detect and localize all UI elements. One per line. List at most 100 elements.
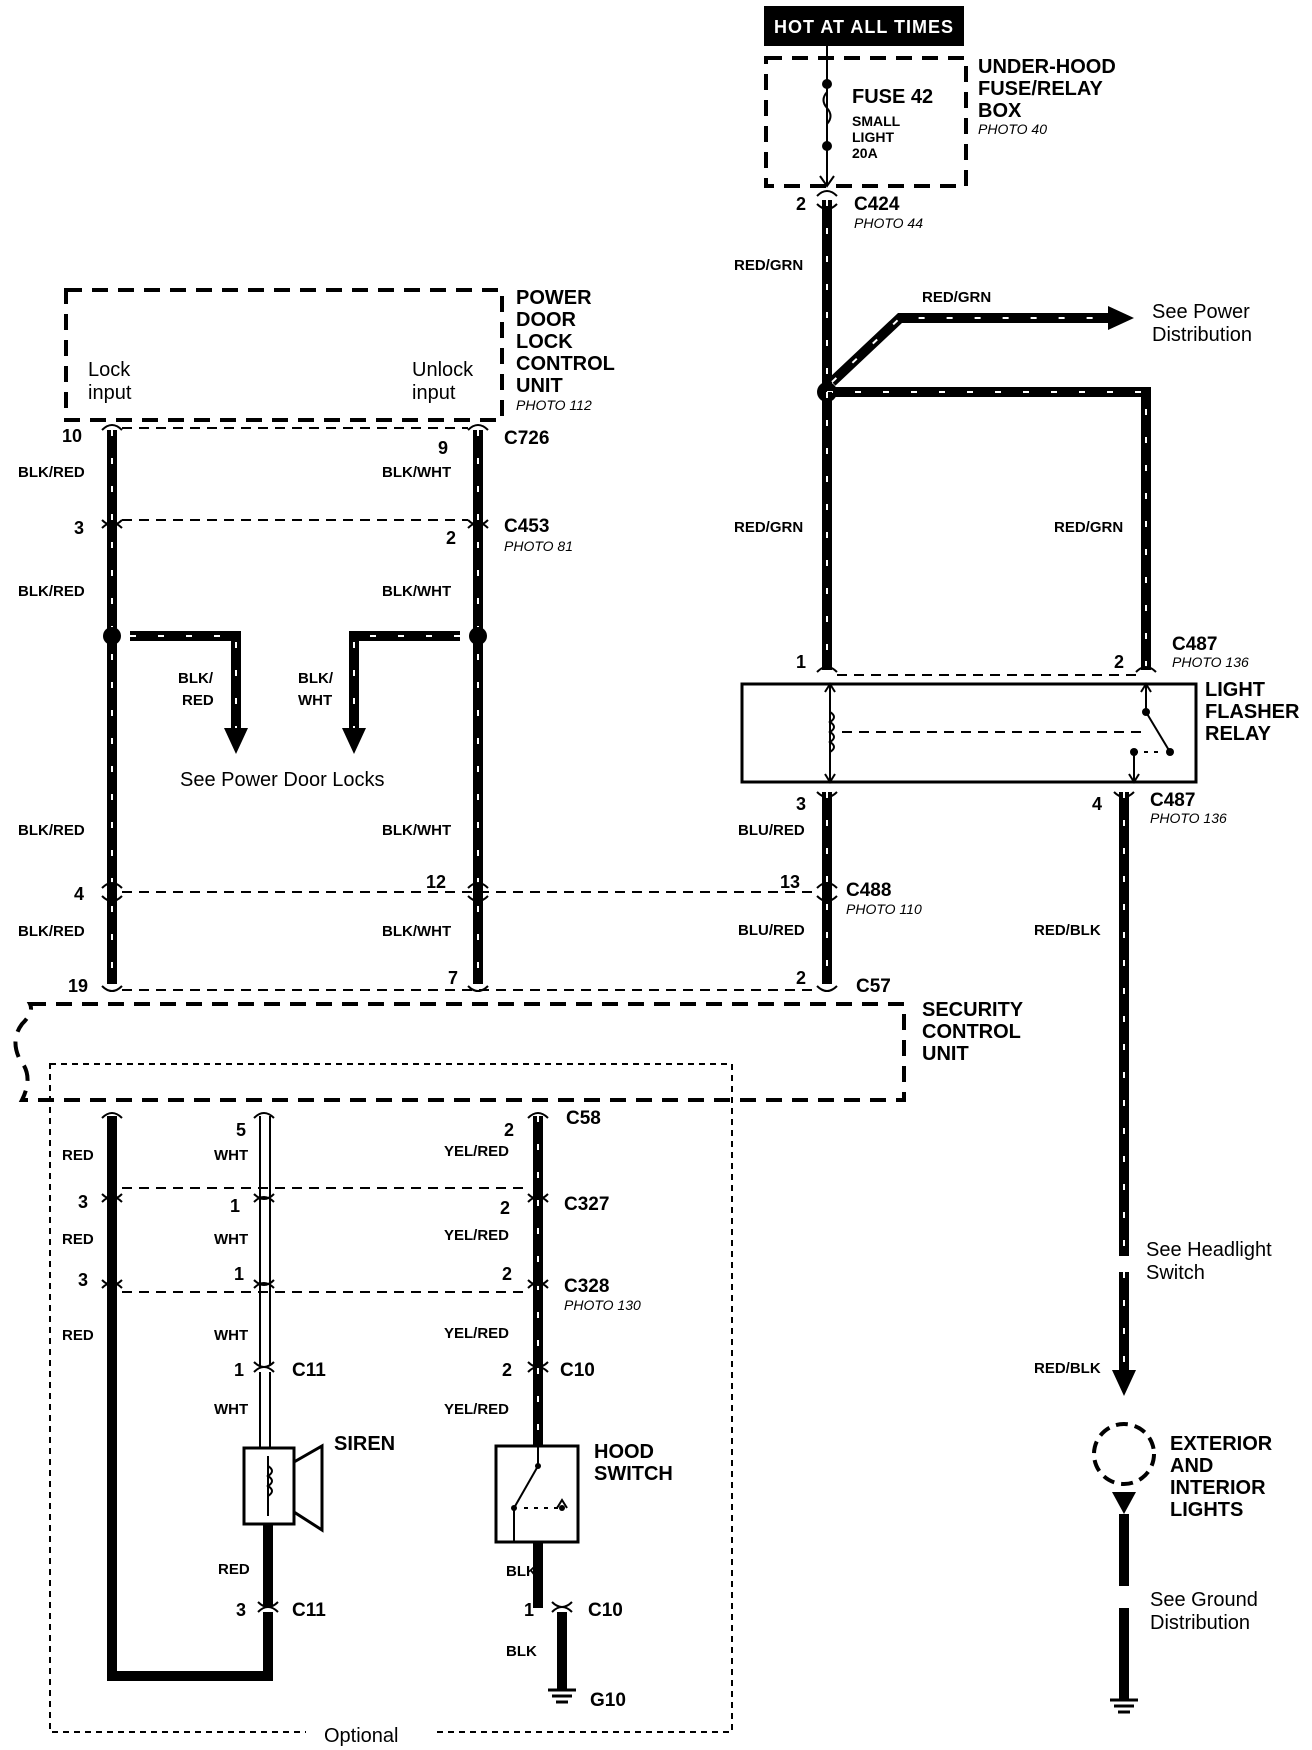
c58-pin-wht: 5	[236, 1120, 246, 1140]
wire-label-blu-red-2: BLU/RED	[738, 922, 805, 939]
connector-c11-bottom	[257, 1601, 279, 1613]
power-door-lock-control-unit	[64, 288, 504, 422]
wire-label-wht-4: WHT	[214, 1401, 248, 1418]
unlock-input-line1: Unlock	[412, 359, 474, 381]
pdl-title-4: CONTROL	[516, 353, 615, 375]
branch-label-wht-4: WHT	[298, 692, 332, 709]
c726-pin-right: 9	[438, 438, 448, 458]
connector-c328	[101, 1279, 549, 1293]
fuse-box-title-3: BOX	[978, 100, 1022, 122]
c10-top-pin: 2	[502, 1360, 512, 1380]
c487-bottom-photo: PHOTO 136	[1150, 810, 1227, 826]
c424-pin: 2	[796, 194, 806, 214]
c424-name: C424	[854, 194, 900, 215]
c328-pin-yel: 2	[502, 1264, 512, 1284]
c328-name: C328	[564, 1276, 609, 1297]
c328-pin-wht: 1	[234, 1264, 244, 1284]
wire-label-blk-red-3: BLK/RED	[18, 822, 85, 839]
splice-left	[103, 627, 121, 645]
optional-box	[49, 1063, 733, 1733]
lock-input-line2: input	[88, 382, 132, 404]
wire-label-blk-wht-4: BLK/WHT	[382, 923, 451, 940]
exterior-interior-lights	[1092, 1422, 1156, 1714]
pdl-photo: PHOTO 112	[516, 397, 592, 413]
fuse-box-title-2: FUSE/RELAY	[978, 78, 1104, 100]
wire-label-red-blk-1: RED/BLK	[1034, 922, 1101, 939]
wire-label-blk-red-2: BLK/RED	[18, 583, 85, 600]
c327-pin-wht: 1	[230, 1196, 240, 1216]
under-hood-fuse-relay-box: FUSE 42 SMALL LIGHT 20A	[764, 46, 968, 188]
power-dist-line1: See Power	[1152, 301, 1250, 323]
wire-label-red-1: RED	[62, 1147, 94, 1164]
wire-label-blk-wht-3: BLK/WHT	[382, 822, 451, 839]
pdl-title-5: UNIT	[516, 375, 563, 397]
wire-label-red-blk-2: RED/BLK	[1034, 1360, 1101, 1377]
wire-label-blk-red-4: BLK/RED	[18, 923, 85, 940]
connector-c487-top	[816, 666, 1157, 676]
splice-right	[469, 627, 487, 645]
wire-label-red-grn-2: RED/GRN	[734, 519, 803, 536]
connector-c327	[101, 1187, 549, 1203]
siren-icon	[242, 1443, 324, 1533]
connector-c57	[101, 985, 838, 992]
c327-pin-red: 3	[78, 1192, 88, 1212]
c11-top-pin: 1	[234, 1360, 244, 1380]
c488-pin-c: 13	[780, 872, 800, 892]
see-power-door-locks: See Power Door Locks	[180, 769, 385, 791]
c488-pin-a: 4	[74, 884, 84, 904]
connector-c10-top	[527, 1361, 549, 1373]
wire-label-yel-red-2: YEL/RED	[444, 1227, 509, 1244]
wire-branch-blk-red	[130, 631, 248, 754]
c453-pin-right: 2	[446, 528, 456, 548]
c488-pin-b: 12	[426, 872, 446, 892]
connector-c488	[101, 882, 838, 902]
wire-branch-blk-wht	[342, 631, 460, 754]
c328-photo: PHOTO 130	[564, 1297, 641, 1313]
wire-label-wht-1: WHT	[214, 1147, 248, 1164]
power-dist-line2: Distribution	[1152, 324, 1252, 346]
wire-label-yel-red-4: YEL/RED	[444, 1401, 509, 1418]
hot-at-all-times-badge: HOT AT ALL TIMES	[764, 6, 964, 46]
arrow-down-icon	[224, 728, 248, 754]
c487-top-pin-left: 1	[796, 652, 806, 672]
ground-icon	[548, 1688, 576, 1704]
connector-c487-bottom	[816, 791, 1135, 798]
lights-title-4: LIGHTS	[1170, 1499, 1243, 1521]
wire-label-blk-wht-2: BLK/WHT	[382, 583, 451, 600]
wire-red-grn-to-relay-pin2	[827, 387, 1151, 670]
light-flasher-relay	[740, 682, 1198, 784]
headlight-line1: See Headlight	[1146, 1239, 1272, 1261]
g10-label: G10	[590, 1690, 626, 1711]
arrow-down-icon	[1112, 1370, 1136, 1396]
wire-wht-siren	[259, 1116, 271, 1366]
c487-bottom-name: C487	[1150, 790, 1195, 811]
wire-label-blu-red-1: BLU/RED	[738, 822, 805, 839]
c11-bottom-name: C11	[292, 1600, 326, 1621]
wire-label-yel-red-1: YEL/RED	[444, 1143, 509, 1160]
lights-title-3: INTERIOR	[1170, 1477, 1266, 1499]
c11-bottom-pin: 3	[236, 1600, 246, 1620]
optional-label: Optional	[324, 1725, 399, 1747]
lock-input-line1: Lock	[88, 359, 131, 381]
c10-bottom-pin: 1	[524, 1600, 534, 1620]
ground-dist-line2: Distribution	[1150, 1612, 1250, 1634]
wire-red-grn-branch-power	[828, 306, 1134, 386]
c453-photo: PHOTO 81	[504, 538, 573, 554]
coil-icon	[828, 711, 835, 753]
c57-pin-c: 2	[796, 968, 806, 988]
wire-label-red-grn-branch: RED/GRN	[922, 289, 991, 306]
c58-name: C58	[566, 1108, 601, 1129]
pdl-title-3: LOCK	[516, 331, 573, 353]
c487-top-name: C487	[1172, 634, 1217, 655]
unlock-input-line2: input	[412, 382, 456, 404]
wire-label-blk-1: BLK	[506, 1563, 537, 1580]
c488-name: C488	[846, 880, 891, 901]
c327-name: C327	[564, 1194, 609, 1215]
c726-name: C726	[504, 428, 549, 449]
branch-label-red-2: RED	[182, 692, 214, 709]
c487-bottom-pin-left: 3	[796, 794, 806, 814]
c453-name: C453	[504, 516, 549, 537]
wire-label-red-2: RED	[62, 1231, 94, 1248]
c57-pin-b: 7	[448, 968, 458, 988]
